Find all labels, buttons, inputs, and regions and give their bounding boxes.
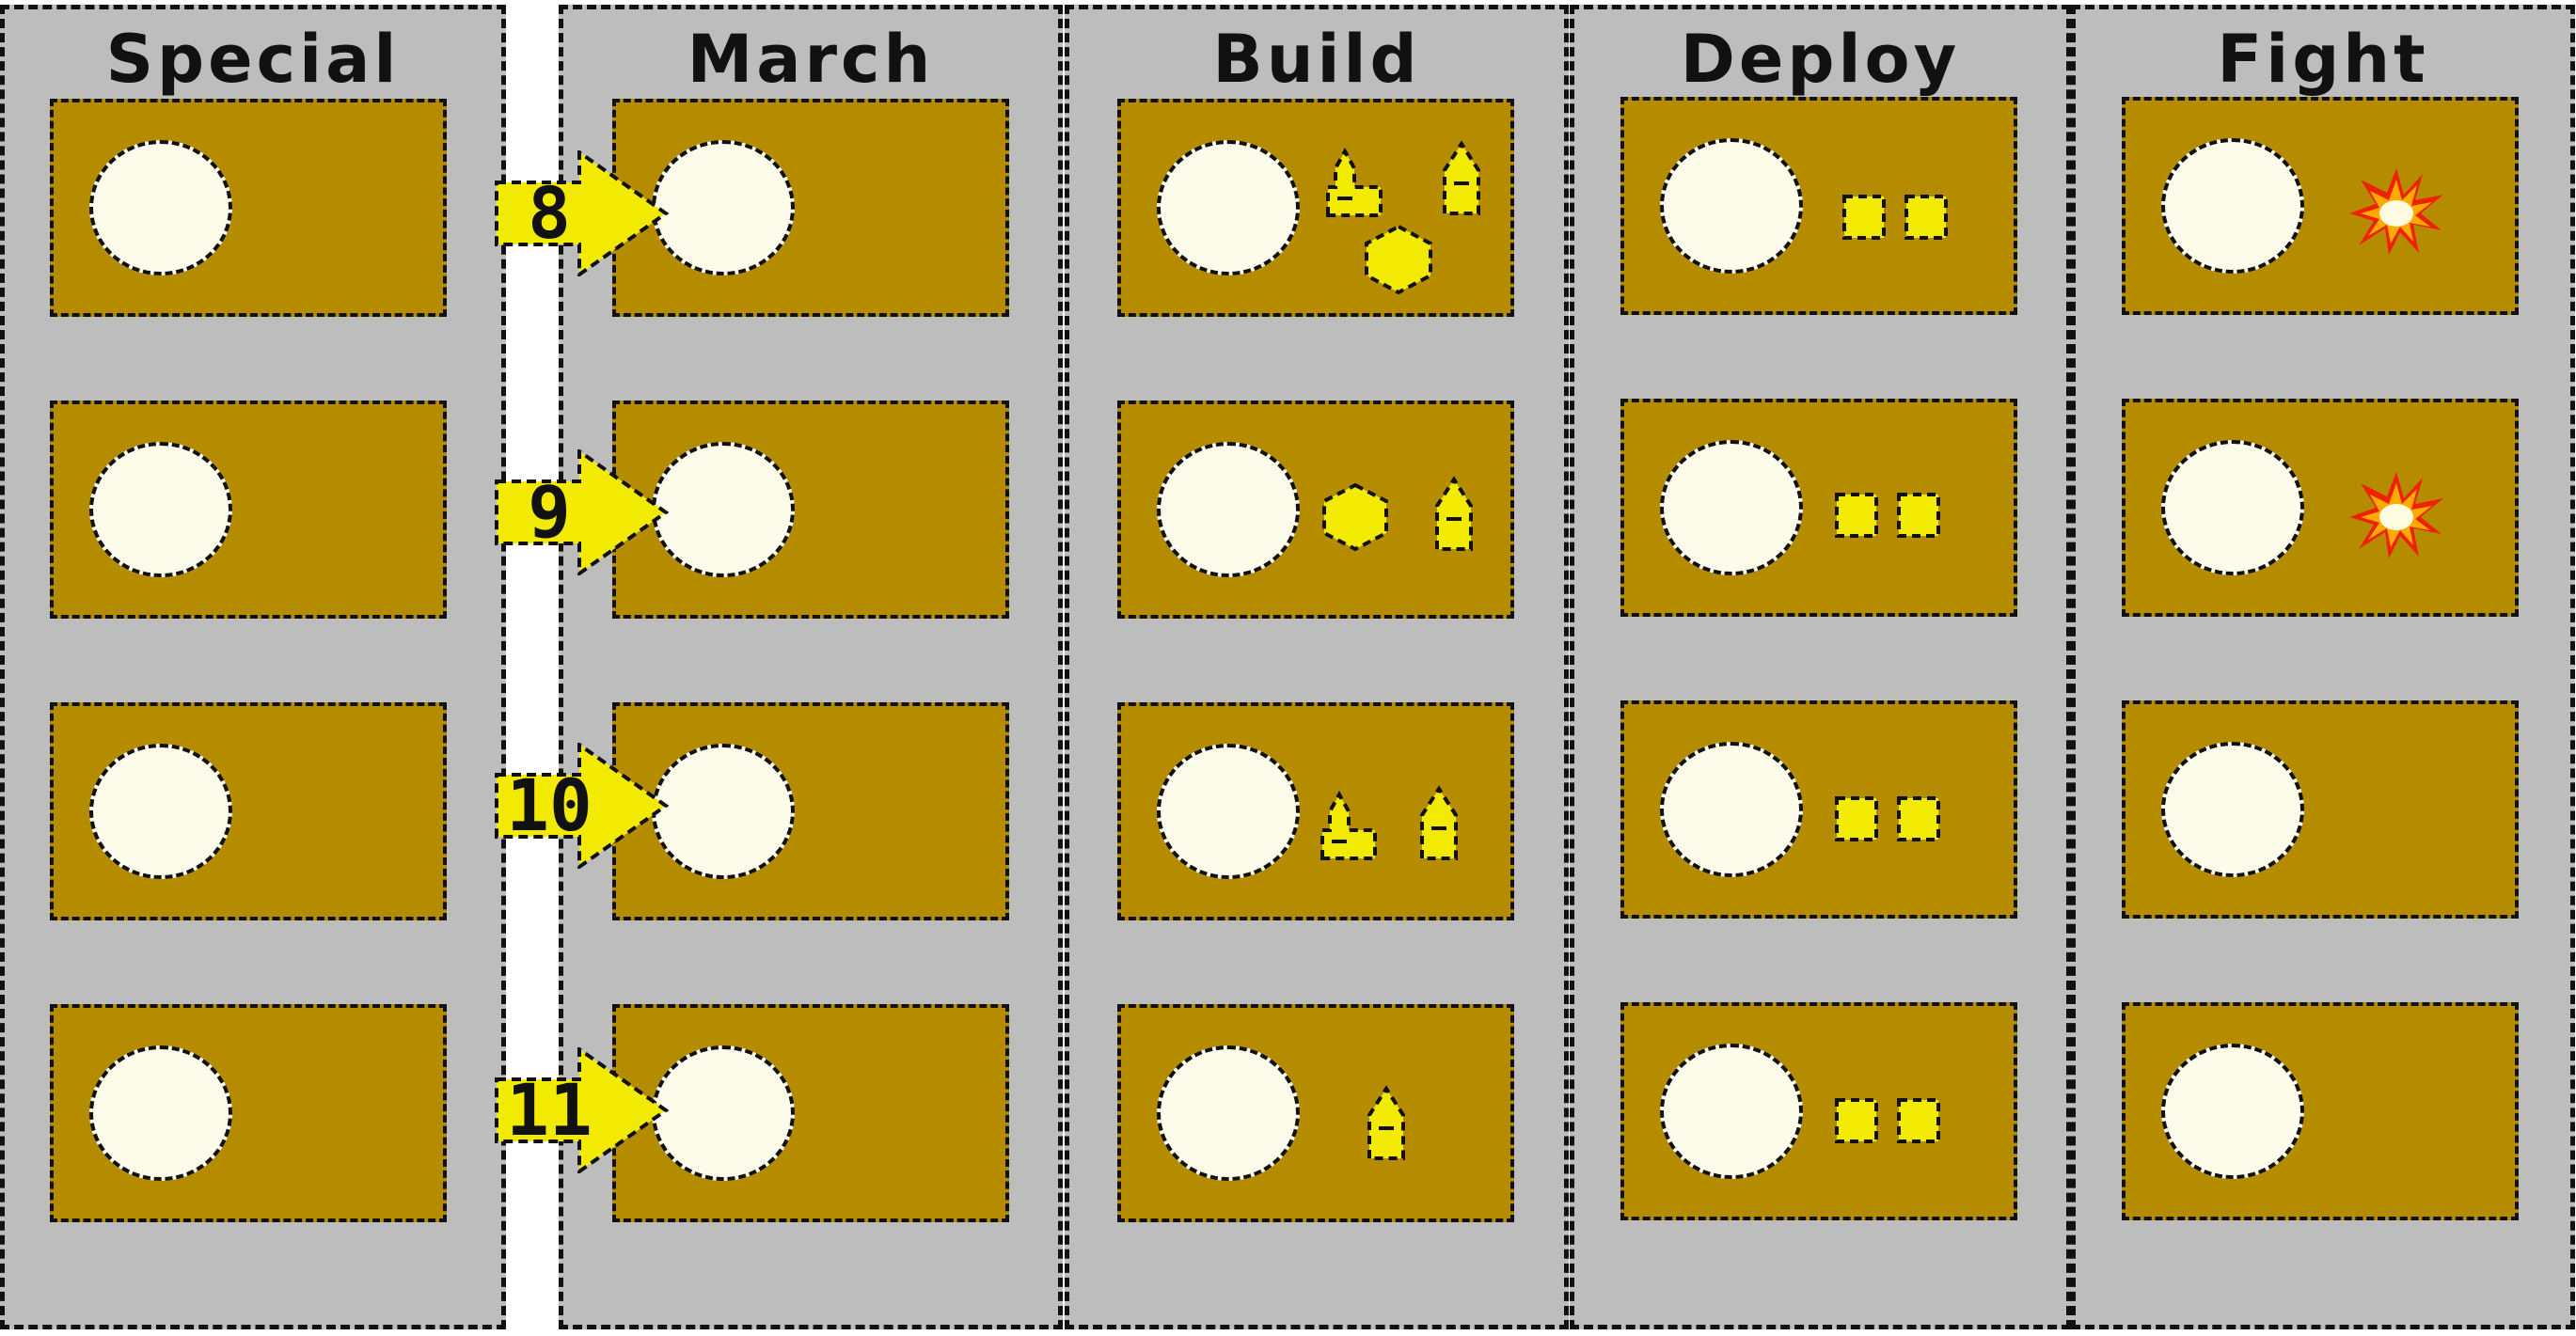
transition-arrow: 10 [495,743,670,869]
card-slot[interactable] [2161,1044,2304,1179]
column-title: Fight [2217,21,2429,98]
card-slot[interactable] [1157,744,1300,879]
tower-icon [1443,140,1480,215]
cube-icon [1835,493,1878,538]
action-card[interactable] [2122,1002,2519,1220]
column-title: Build [1212,21,1421,98]
action-card[interactable] [612,702,1009,920]
cube-icon [1897,1098,1940,1143]
hex-token-icon [1365,224,1432,295]
action-card[interactable] [1117,401,1514,619]
card-slot[interactable] [1157,442,1300,577]
cube-icon [1842,195,1886,240]
card-slot[interactable] [2161,138,2304,274]
column-deploy: Deploy [1570,5,2071,1329]
tower-icon [1420,785,1458,860]
column-fight: Fight [2071,5,2575,1329]
card-slot[interactable] [2161,742,2304,877]
cube-icon [1904,195,1948,240]
arrow-right-icon [495,150,670,276]
action-card[interactable] [1620,700,2017,919]
fort-icon [1326,147,1383,217]
action-card[interactable] [2122,97,2519,315]
column-title: Special [105,21,401,98]
explosion-icon [2349,472,2443,558]
cube-icon [1835,796,1878,841]
arrow-right-icon [495,449,670,575]
fort-icon [1320,790,1377,860]
card-slot[interactable] [652,140,795,275]
arrow-number: 10 [506,763,593,847]
action-card[interactable] [50,401,447,619]
card-slot[interactable] [652,1045,795,1181]
card-slot[interactable] [1660,440,1803,575]
card-slot[interactable] [89,744,232,879]
arrow-right-icon [495,1047,670,1173]
card-slot[interactable] [1660,138,1803,274]
card-slot[interactable] [652,744,795,879]
transition-arrow: 9 [495,449,670,575]
card-slot[interactable] [1157,1045,1300,1181]
column-title: Deploy [1680,21,1961,98]
tower-icon [1435,476,1473,551]
arrow-number: 11 [506,1068,593,1152]
card-slot[interactable] [1660,742,1803,877]
action-card[interactable] [1117,1004,1514,1222]
cube-icon [1897,493,1940,538]
action-card[interactable] [612,401,1009,619]
cube-icon [1897,796,1940,841]
action-card[interactable] [612,1004,1009,1222]
action-card[interactable] [50,702,447,920]
card-slot[interactable] [2161,440,2304,575]
arrow-right-icon [495,743,670,869]
action-card[interactable] [50,99,447,317]
action-card[interactable] [1117,99,1514,317]
transition-arrow: 8 [495,150,670,276]
column-title: March [687,21,935,98]
action-card[interactable] [1620,97,2017,315]
card-slot[interactable] [89,140,232,275]
card-slot[interactable] [652,442,795,577]
card-slot[interactable] [1157,140,1300,275]
card-slot[interactable] [1660,1044,1803,1179]
cube-icon [1835,1098,1878,1143]
card-slot[interactable] [89,1045,232,1181]
action-card[interactable] [2122,700,2519,919]
action-card[interactable] [1620,1002,2017,1220]
hex-token-icon [1322,482,1388,552]
card-slot[interactable] [89,442,232,577]
column-build: Build [1065,5,1569,1329]
action-card[interactable] [1117,702,1514,920]
transition-arrow: 11 [495,1047,670,1173]
explosion-icon [2349,168,2443,255]
column-special: Special [0,5,506,1329]
arrow-number: 9 [528,470,571,554]
arrow-number: 8 [528,171,571,255]
action-card[interactable] [612,99,1009,317]
tower-icon [1367,1085,1405,1160]
action-card[interactable] [2122,399,2519,617]
action-card[interactable] [1620,399,2017,617]
action-card[interactable] [50,1004,447,1222]
